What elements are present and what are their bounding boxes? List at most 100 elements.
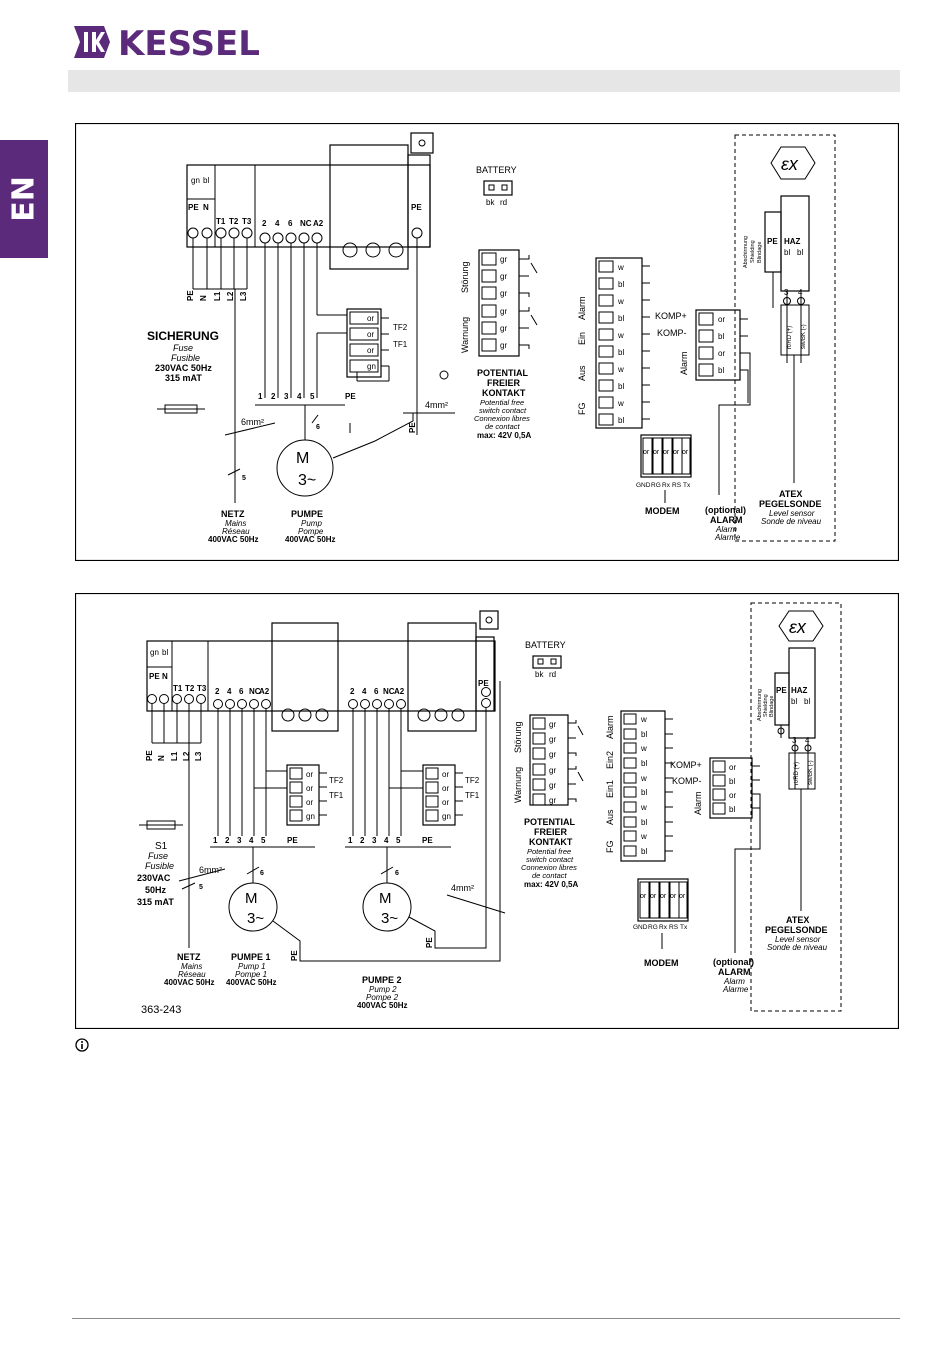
svg-text:NETZ: NETZ xyxy=(177,952,201,962)
svg-text:Mains: Mains xyxy=(225,519,246,528)
svg-text:Blindage: Blindage xyxy=(757,242,763,263)
svg-text:5: 5 xyxy=(261,836,266,845)
svg-text:Tx: Tx xyxy=(680,924,688,931)
svg-text:or: or xyxy=(306,798,313,807)
ex-icon: εx xyxy=(770,146,816,180)
svg-text:Aus: Aus xyxy=(605,809,615,825)
motor-term-2: 2 xyxy=(271,392,276,401)
svg-text:NETZ: NETZ xyxy=(221,509,245,519)
svg-text:PUMPE: PUMPE xyxy=(291,509,323,519)
svg-text:KOMP-: KOMP- xyxy=(672,776,702,786)
svg-text:TF1: TF1 xyxy=(465,791,480,800)
potential-label: POTENTIAL FREIER KONTAKT Potential free … xyxy=(474,368,531,440)
svg-text:KONTAKT: KONTAKT xyxy=(482,388,526,398)
svg-text:2: 2 xyxy=(215,687,220,696)
svg-text:Pompe 2: Pompe 2 xyxy=(366,993,399,1002)
brand-name: KESSEL xyxy=(118,24,260,62)
svg-text:bk: bk xyxy=(535,670,544,679)
svg-text:bk: bk xyxy=(486,198,495,207)
atex-zone xyxy=(750,602,842,1012)
svg-text:or: or xyxy=(660,893,667,900)
svg-text:Pompe 1: Pompe 1 xyxy=(235,970,267,979)
svg-text:bl: bl xyxy=(618,416,624,425)
svg-text:or: or xyxy=(650,893,657,900)
modem-label: MODEM xyxy=(645,506,680,516)
svg-text:4mm²: 4mm² xyxy=(425,400,448,410)
svg-text:Alarme: Alarme xyxy=(714,533,741,542)
komp-connector: or bl or bl xyxy=(695,309,748,381)
svg-text:Connexion libres: Connexion libres xyxy=(521,863,577,872)
tf-connector: or or or gn xyxy=(346,308,389,378)
relay-module-1 xyxy=(271,622,339,732)
svg-text:max: 42V 0,5A: max: 42V 0,5A xyxy=(524,880,578,889)
svg-text:w: w xyxy=(617,399,624,408)
svg-text:Alarm: Alarm xyxy=(693,791,703,815)
svg-text:gr: gr xyxy=(500,324,507,333)
svg-text:bl: bl xyxy=(797,248,803,257)
svg-text:rt/RD (+): rt/RD (+) xyxy=(787,326,793,349)
language-tab[interactable]: EN xyxy=(0,140,48,258)
svg-text:KONTAKT: KONTAKT xyxy=(529,837,573,847)
svg-text:400VAC 50Hz: 400VAC 50Hz xyxy=(357,1001,408,1010)
svg-text:GND: GND xyxy=(636,482,651,489)
svg-text:gr: gr xyxy=(549,720,556,729)
svg-text:εx: εx xyxy=(789,617,807,637)
mount-tab xyxy=(479,610,499,630)
svg-text:L3: L3 xyxy=(194,751,203,761)
svg-text:PEGELSONDE: PEGELSONDE xyxy=(765,925,828,935)
svg-text:gn: gn xyxy=(442,812,451,821)
label-c2: 2 xyxy=(262,219,267,228)
svg-text:PE: PE xyxy=(145,750,154,761)
svg-text:or: or xyxy=(663,449,670,456)
svg-text:(optional): (optional) xyxy=(713,957,754,967)
svg-text:PE: PE xyxy=(287,836,298,845)
svg-text:or: or xyxy=(729,791,736,800)
svg-text:Potential free: Potential free xyxy=(480,398,524,407)
svg-text:or: or xyxy=(442,798,449,807)
svg-text:6mm²: 6mm² xyxy=(199,865,222,875)
svg-text:N: N xyxy=(162,672,168,681)
svg-text:N: N xyxy=(157,755,166,761)
label-n: N xyxy=(203,203,209,212)
svg-text:PEGELSONDE: PEGELSONDE xyxy=(759,499,822,509)
svg-text:or: or xyxy=(367,314,374,323)
svg-text:Level sensor: Level sensor xyxy=(775,935,821,944)
svg-text:Mains: Mains xyxy=(181,962,202,971)
svg-text:w: w xyxy=(640,832,647,841)
svg-text:Störung: Störung xyxy=(513,721,523,753)
svg-text:or: or xyxy=(643,449,650,456)
label-aus: Aus xyxy=(577,365,587,381)
label-ein: Ein xyxy=(577,332,587,345)
line-pe: PE xyxy=(186,290,195,301)
svg-text:2: 2 xyxy=(225,836,230,845)
svg-text:or: or xyxy=(718,315,725,324)
label-komp-plus: KOMP+ xyxy=(655,311,687,321)
tf-connector-2: or or or gn xyxy=(422,764,463,826)
svg-text:PE: PE xyxy=(776,686,787,695)
svg-text:PE: PE xyxy=(425,937,434,948)
svg-text:Réseau: Réseau xyxy=(222,527,250,536)
svg-text:FREIER: FREIER xyxy=(487,378,521,388)
svg-text:RG: RG xyxy=(648,924,658,931)
svg-text:PE: PE xyxy=(290,950,299,961)
svg-text:w: w xyxy=(617,331,624,340)
input-connector: w bl w bl w bl w bl w bl xyxy=(620,710,673,862)
svg-text:Potential free: Potential free xyxy=(527,847,571,856)
svg-text:Ein1: Ein1 xyxy=(605,780,615,798)
motor-term-5: 5 xyxy=(310,392,315,401)
svg-text:de contact: de contact xyxy=(485,422,521,431)
battery-connector xyxy=(532,655,562,669)
battery-connector xyxy=(483,180,513,196)
svg-text:4: 4 xyxy=(249,836,254,845)
svg-text:gn: gn xyxy=(306,812,315,821)
optional-alarm-label: (optional) ALARM Alarm Alarme xyxy=(713,957,754,994)
svg-text:w: w xyxy=(640,774,647,783)
kessel-logo: KESSEL xyxy=(74,24,260,62)
svg-text:or: or xyxy=(442,770,449,779)
input-connector: w bl w bl w bl w bl w bl xyxy=(595,257,650,429)
svg-text:w: w xyxy=(617,297,624,306)
svg-text:HAZ: HAZ xyxy=(784,237,801,246)
svg-text:bl: bl xyxy=(618,280,624,289)
label-pe: PE xyxy=(188,203,199,212)
svg-text:gr: gr xyxy=(500,307,507,316)
